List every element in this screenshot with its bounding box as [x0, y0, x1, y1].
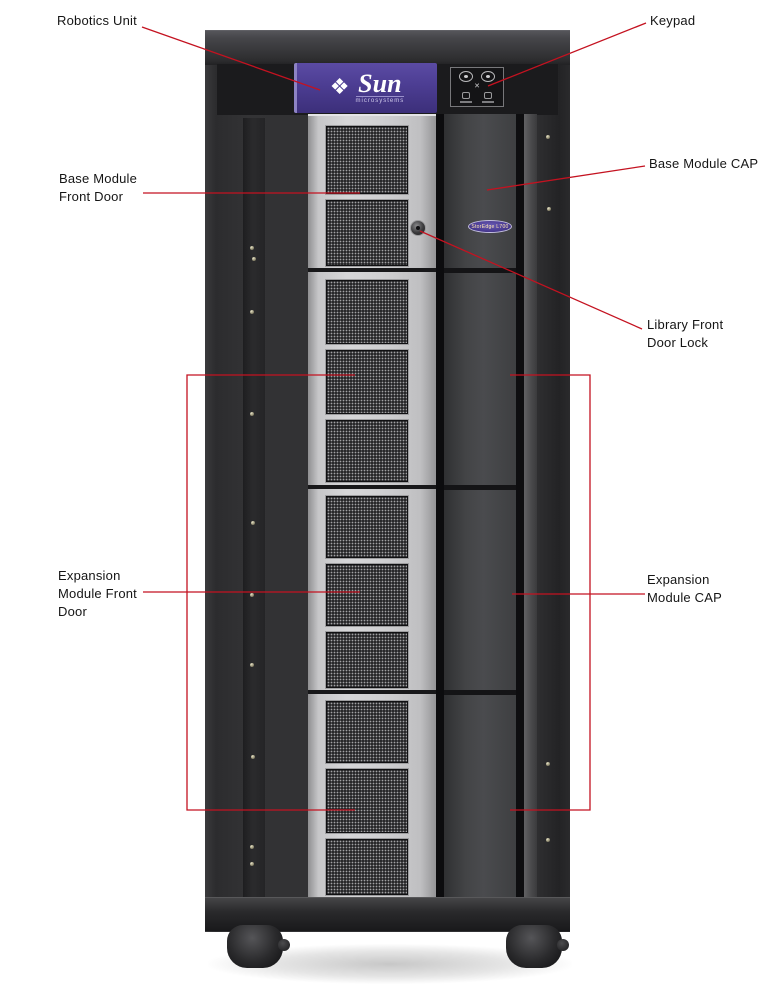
sun-wordmark: Sun microsystems — [355, 69, 405, 104]
cap-seam — [444, 690, 516, 695]
screw — [250, 310, 254, 314]
sun-logo-icon: ❖ — [329, 74, 350, 99]
door-seam — [308, 690, 436, 694]
mesh-vent — [326, 769, 408, 833]
screw — [250, 862, 254, 866]
screw — [250, 845, 254, 849]
mesh-vent — [326, 126, 408, 194]
cap-seam — [444, 485, 516, 490]
caster-wheel-right — [506, 925, 569, 968]
keypad-label-left — [460, 101, 472, 103]
screw — [252, 257, 256, 261]
caster-wheel-left — [227, 925, 290, 968]
storedge-badge: StorEdge L700 — [468, 220, 512, 233]
callout-label-library-front-door-lock: Library Front Door Lock — [647, 317, 724, 350]
sun-logo-subtext: microsystems — [355, 96, 405, 104]
screw — [250, 246, 254, 250]
callout-label-base-module-front-door: Base Module Front Door — [59, 171, 138, 204]
callout-label-robotics-unit: Robotics Unit — [57, 13, 137, 28]
cap-edge-shadow — [516, 114, 524, 897]
screw — [250, 412, 254, 416]
mesh-vent — [326, 420, 408, 482]
mesh-vent — [326, 350, 408, 414]
callout-label-expansion-module-front-door: Expansion Module Front Door — [58, 568, 137, 619]
screw — [546, 838, 550, 842]
callout-label-expansion-module-cap: Expansion Module CAP — [647, 572, 722, 605]
keypad-key-right-icon — [484, 92, 492, 99]
callout-label-base-module-cap: Base Module CAP — [649, 156, 759, 171]
sun-logo-name: Sun — [358, 69, 402, 98]
keypad-panel: ✕ — [450, 67, 504, 107]
right-inner-frame — [524, 114, 537, 897]
keypad-label-right — [482, 101, 494, 103]
callout-label-keypad: Keypad — [650, 13, 696, 28]
library-front-door-lock — [410, 220, 426, 236]
keypad-x-icon: ✕ — [474, 83, 480, 90]
keypad-dial-right-icon — [481, 71, 495, 82]
storedge-badge-text: StorEdge L700 — [471, 223, 509, 230]
mesh-vent — [326, 280, 408, 344]
door-seam — [308, 268, 436, 272]
screw — [546, 135, 550, 139]
screw — [251, 521, 255, 525]
door-hinge — [243, 888, 285, 894]
screw — [250, 593, 254, 597]
door-seam — [308, 485, 436, 489]
mesh-vent — [326, 701, 408, 763]
door-hinge — [243, 690, 285, 696]
mesh-vent — [326, 839, 408, 895]
door-cap-gap — [436, 114, 444, 897]
screw — [250, 663, 254, 667]
left-hinge-channel — [243, 118, 265, 897]
screw — [251, 755, 255, 759]
mesh-vent — [326, 564, 408, 626]
robotics-unit-panel: ❖ Sun microsystems — [294, 63, 437, 113]
door-hinge — [243, 268, 285, 274]
cap-seam — [444, 268, 516, 273]
keypad-key-left-icon — [462, 92, 470, 99]
screw — [547, 207, 551, 211]
mesh-vent — [326, 200, 408, 266]
mesh-vent — [326, 496, 408, 558]
mesh-vent — [326, 632, 408, 688]
keypad-dial-left-icon — [459, 71, 473, 82]
cabinet-top-bar — [205, 30, 570, 65]
door-hinge — [243, 485, 285, 491]
screw — [546, 762, 550, 766]
